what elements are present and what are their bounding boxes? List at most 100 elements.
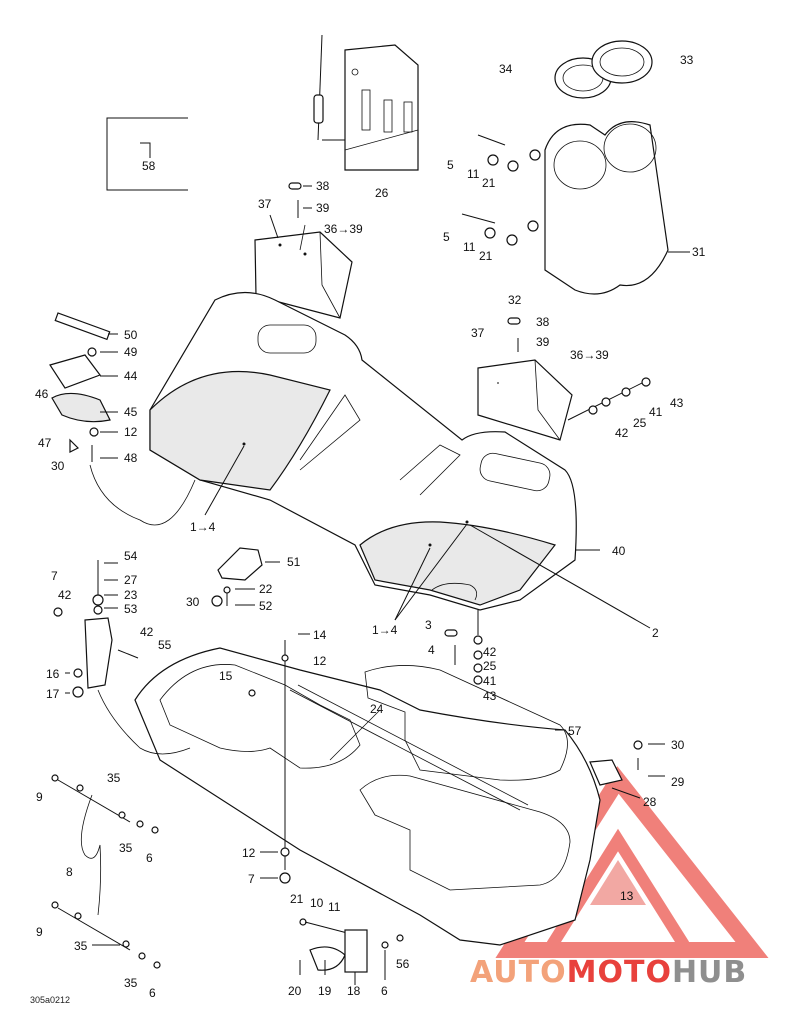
callout-56: 56 (396, 957, 410, 971)
callout-6: 6 (381, 984, 388, 998)
callout-21: 21 (290, 892, 304, 906)
callout-21: 21 (482, 176, 496, 190)
callout-6: 6 (146, 851, 153, 865)
callout-28: 28 (643, 795, 657, 809)
hinge-assembly-left (53, 560, 139, 698)
callout-52: 52 (259, 599, 273, 613)
callout-9: 9 (36, 925, 43, 939)
callout-38: 38 (316, 179, 330, 193)
callout-labels: 58 38 39 26 37 36→39 34 33 5 11 21 5 11 … (35, 53, 706, 1000)
callout-37: 37 (258, 197, 272, 211)
callout-50: 50 (124, 328, 138, 342)
clip-38-39-top (288, 182, 312, 218)
callout-1-4: 1→4 (190, 520, 216, 534)
callout-48: 48 (124, 451, 138, 465)
callout-11: 11 (467, 167, 480, 181)
callout-43: 43 (483, 689, 497, 703)
frame-58 (106, 117, 188, 191)
pad-37-right (477, 317, 573, 441)
callout-11: 11 (463, 240, 476, 254)
callout-20: 20 (288, 984, 302, 998)
callout-21: 21 (479, 249, 493, 263)
callout-7: 7 (248, 872, 255, 886)
callout-1-4: 1→4 (372, 623, 398, 637)
seat-frame-upper (89, 291, 651, 629)
callout-45: 45 (124, 405, 138, 419)
pad-37-upper (254, 214, 353, 319)
callout-22: 22 (259, 582, 273, 596)
callout-42: 42 (483, 645, 497, 659)
callout-35: 35 (107, 771, 121, 785)
callout-46: 46 (35, 387, 49, 401)
callout-39: 39 (316, 201, 330, 215)
drawing-reference-code: 305a0212 (30, 995, 70, 1005)
callout-35: 35 (74, 939, 88, 953)
callout-55: 55 (158, 638, 172, 652)
bracket-28 (589, 740, 665, 799)
screws-5-11-21 (461, 134, 541, 246)
callout-36-39: 36→39 (324, 222, 363, 236)
callout-26: 26 (375, 186, 389, 200)
fasteners-upper-right (567, 377, 651, 421)
callout-39: 39 (536, 335, 550, 349)
callout-18: 18 (347, 984, 361, 998)
callout-27: 27 (124, 573, 138, 587)
tool-kit (313, 34, 419, 171)
gauge-pod-assembly (544, 40, 690, 295)
callout-38: 38 (536, 315, 550, 329)
callout-6: 6 (149, 986, 156, 1000)
callout-29: 29 (671, 775, 685, 789)
callout-31: 31 (692, 245, 706, 259)
callout-24: 24 (370, 702, 384, 716)
callout-8: 8 (66, 865, 73, 879)
callout-41: 41 (649, 405, 663, 419)
callout-34: 34 (499, 62, 513, 76)
callout-37: 37 (471, 326, 485, 340)
callout-17: 17 (46, 687, 60, 701)
callout-32: 32 (508, 293, 522, 307)
callout-14: 14 (313, 628, 327, 642)
watermark-hub: HUB (672, 955, 747, 990)
callout-35: 35 (119, 841, 133, 855)
callout-13: 13 (620, 889, 634, 903)
callout-42: 42 (615, 426, 629, 440)
callout-42: 42 (140, 625, 154, 639)
callout-30: 30 (51, 459, 65, 473)
callout-3: 3 (425, 618, 432, 632)
callout-10: 10 (310, 896, 324, 910)
callout-58: 58 (142, 159, 156, 173)
latch-assembly (49, 312, 118, 462)
callout-41: 41 (483, 674, 497, 688)
watermark-text: AUTOMOTOHUB (470, 955, 747, 990)
callout-54: 54 (124, 549, 138, 563)
callout-57: 57 (568, 724, 582, 738)
fasteners-center (444, 610, 483, 685)
callout-2: 2 (652, 626, 659, 640)
callout-5: 5 (447, 158, 454, 172)
callout-33: 33 (680, 53, 694, 67)
callout-11: 11 (328, 900, 341, 914)
watermark-auto: AUTO (470, 955, 567, 990)
callout-4: 4 (428, 643, 435, 657)
callout-16: 16 (46, 667, 60, 681)
watermark-moto: MOTO (567, 955, 672, 990)
callout-30: 30 (186, 595, 200, 609)
callout-40: 40 (612, 544, 626, 558)
callout-49: 49 (124, 345, 138, 359)
callout-5: 5 (443, 230, 450, 244)
storage-tub-lower (97, 633, 601, 946)
callout-15: 15 (219, 669, 233, 683)
callout-44: 44 (124, 369, 138, 383)
callout-36-39: 36→39 (570, 348, 609, 362)
callout-19: 19 (318, 984, 332, 998)
cable-assembly-8 (51, 774, 161, 969)
callout-43: 43 (670, 396, 684, 410)
callout-25: 25 (633, 416, 647, 430)
callout-47: 47 (38, 436, 52, 450)
lock-assembly (299, 918, 404, 985)
bracket-51 (211, 547, 280, 607)
callout-12: 12 (313, 654, 327, 668)
callout-42: 42 (58, 588, 72, 602)
callout-23: 23 (124, 588, 138, 602)
